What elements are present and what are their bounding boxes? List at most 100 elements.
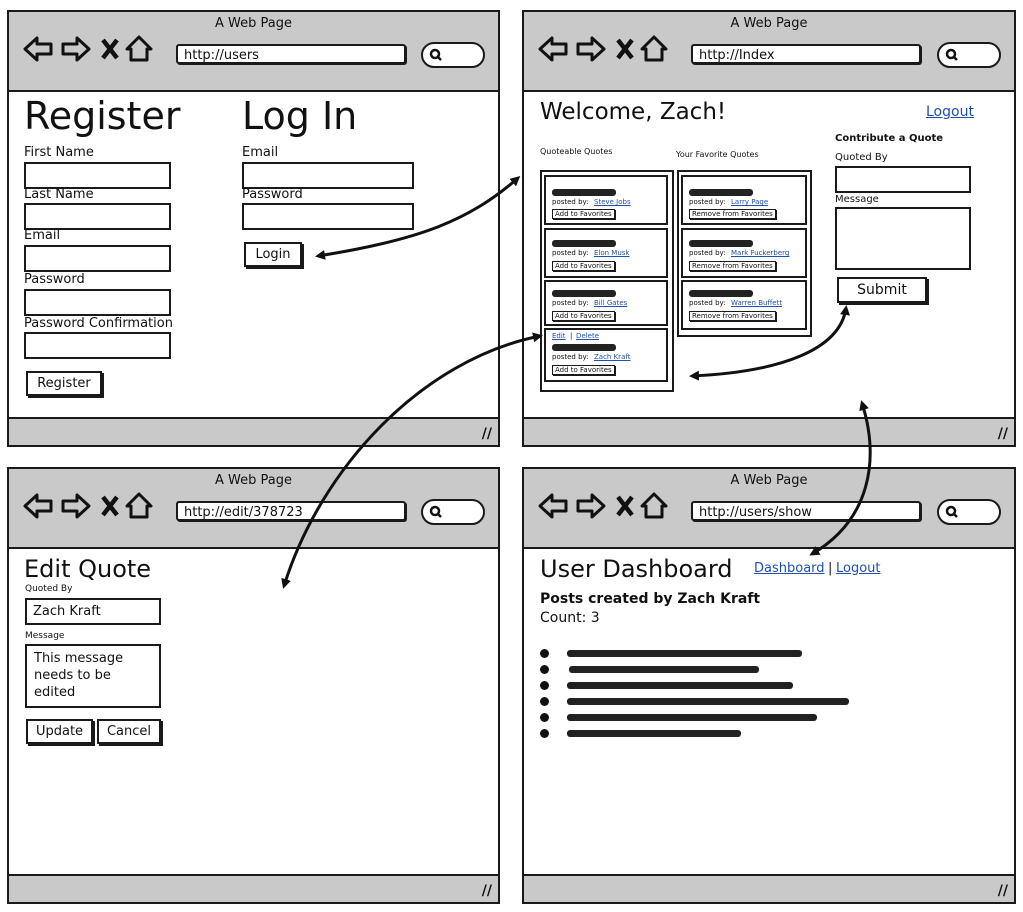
browser-nav-icons <box>538 35 668 62</box>
home-icon <box>640 492 668 519</box>
quoteable-quotes-heading: Quoteable Quotes <box>540 147 613 156</box>
post-text-scribble <box>567 730 741 737</box>
cancel-button[interactable]: Cancel <box>97 719 161 744</box>
author-link[interactable]: Warren Buffett <box>731 299 783 307</box>
edit-link[interactable]: Edit <box>552 332 566 340</box>
search-box[interactable] <box>421 42 485 68</box>
window-title: A Web Page <box>730 473 808 488</box>
url-bar[interactable]: http://users <box>176 44 406 64</box>
add-to-favorites-button[interactable]: Add to Favorites <box>552 311 615 321</box>
quote-card: Edit | Delete posted by: Zach Kraft Add … <box>544 328 668 382</box>
quote-card: posted by: Elon Musk Add to Favorites <box>544 228 668 278</box>
resize-grip-icon[interactable]: // <box>997 883 1008 899</box>
search-icon <box>429 48 442 61</box>
remove-from-favorites-button[interactable]: Remove from Favorites <box>689 261 776 271</box>
browser-chrome: A Web Page http://Index <box>524 12 1014 92</box>
browser-nav-icons <box>23 492 153 519</box>
quote-text-scribble <box>552 344 616 351</box>
logout-link[interactable]: Logout <box>836 561 881 576</box>
login-button[interactable]: Login <box>244 242 302 267</box>
forward-icon <box>576 36 606 62</box>
first-name-field[interactable] <box>24 162 171 189</box>
register-button[interactable]: Register <box>26 371 102 396</box>
author-link[interactable]: Steve Jobs <box>594 198 631 206</box>
login-heading: Log In <box>242 94 358 138</box>
window-footer: // <box>9 417 498 445</box>
bullet-icon <box>540 697 549 706</box>
link-separator: | <box>570 332 573 340</box>
close-icon <box>101 38 119 60</box>
author-link[interactable]: Mark Fuckerberg <box>731 249 790 257</box>
author-link[interactable]: Bill Gates <box>594 299 628 307</box>
posted-by-label: posted by: <box>552 198 589 206</box>
login-password-field[interactable] <box>242 203 414 230</box>
posted-by-label: posted by: <box>552 299 589 307</box>
email-field[interactable] <box>24 245 171 272</box>
posted-by-label: posted by: <box>552 249 589 257</box>
window-footer: // <box>524 874 1014 902</box>
update-button[interactable]: Update <box>26 719 93 744</box>
url-bar[interactable]: http://users/show <box>691 501 921 521</box>
back-icon <box>23 493 53 519</box>
author-link[interactable]: Zach Kraft <box>594 353 631 361</box>
password-label: Password <box>24 272 85 287</box>
url-bar[interactable]: http://edit/378723 <box>176 501 406 521</box>
password-field[interactable] <box>24 289 171 316</box>
quoted-by-field[interactable] <box>835 166 971 193</box>
browser-chrome: A Web Page http://users/show <box>524 469 1014 549</box>
favorite-card: posted by: Warren Buffett Remove from Fa… <box>681 280 807 330</box>
register-window: A Web Page http://users Register Log In … <box>7 10 500 447</box>
message-field[interactable]: This message needs to be edited <box>25 644 161 708</box>
posted-by-label: posted by: <box>689 198 726 206</box>
delete-link[interactable]: Delete <box>576 332 599 340</box>
post-count: Count: 3 <box>540 610 600 626</box>
index-window: A Web Page http://Index Welcome, Zach! L… <box>522 10 1016 447</box>
remove-from-favorites-button[interactable]: Remove from Favorites <box>689 209 776 219</box>
add-to-favorites-button[interactable]: Add to Favorites <box>552 209 615 219</box>
resize-grip-icon[interactable]: // <box>481 426 492 442</box>
posted-by-label: posted by: <box>689 249 726 257</box>
dashboard-link[interactable]: Dashboard <box>754 561 825 576</box>
last-name-label: Last Name <box>24 187 94 202</box>
bullet-icon <box>540 665 549 674</box>
list-item <box>540 723 741 742</box>
bullet-icon <box>540 649 549 658</box>
resize-grip-icon[interactable]: // <box>997 426 1008 442</box>
close-icon <box>101 495 119 517</box>
add-to-favorites-button[interactable]: Add to Favorites <box>552 365 615 375</box>
search-box[interactable] <box>937 499 1001 525</box>
last-name-field[interactable] <box>24 203 171 230</box>
author-link[interactable]: Elon Musk <box>594 249 630 257</box>
add-to-favorites-button[interactable]: Add to Favorites <box>552 261 615 271</box>
quoted-by-field[interactable]: Zach Kraft <box>25 598 161 625</box>
home-icon <box>125 35 153 62</box>
logout-link[interactable]: Logout <box>926 104 974 120</box>
posted-by-label: posted by: <box>689 299 726 307</box>
quote-text-scribble <box>689 189 753 196</box>
login-password-label: Password <box>242 187 303 202</box>
submit-button[interactable]: Submit <box>837 277 927 303</box>
forward-icon <box>61 493 91 519</box>
home-icon <box>125 492 153 519</box>
resize-grip-icon[interactable]: // <box>481 883 492 899</box>
list-item <box>540 675 793 694</box>
quote-text-scribble <box>552 240 616 247</box>
edit-window: A Web Page http://edit/378723 Edit Quote… <box>7 467 500 904</box>
search-box[interactable] <box>421 499 485 525</box>
author-link[interactable]: Larry Page <box>731 198 769 206</box>
register-heading: Register <box>24 94 181 138</box>
remove-from-favorites-button[interactable]: Remove from Favorites <box>689 311 776 321</box>
quoted-by-value: Zach Kraft <box>33 604 101 619</box>
list-item <box>540 691 849 710</box>
password-confirmation-field[interactable] <box>24 332 171 359</box>
favorite-card: posted by: Mark Fuckerberg Remove from F… <box>681 228 807 278</box>
login-email-field[interactable] <box>242 162 414 189</box>
message-field[interactable] <box>835 207 971 270</box>
search-box[interactable] <box>937 42 1001 68</box>
quote-text-scribble <box>689 240 753 247</box>
post-text-scribble <box>567 650 802 657</box>
list-item <box>540 643 802 662</box>
password-confirmation-label: Password Confirmation <box>24 316 173 331</box>
url-bar[interactable]: http://Index <box>691 44 921 64</box>
forward-icon <box>576 493 606 519</box>
